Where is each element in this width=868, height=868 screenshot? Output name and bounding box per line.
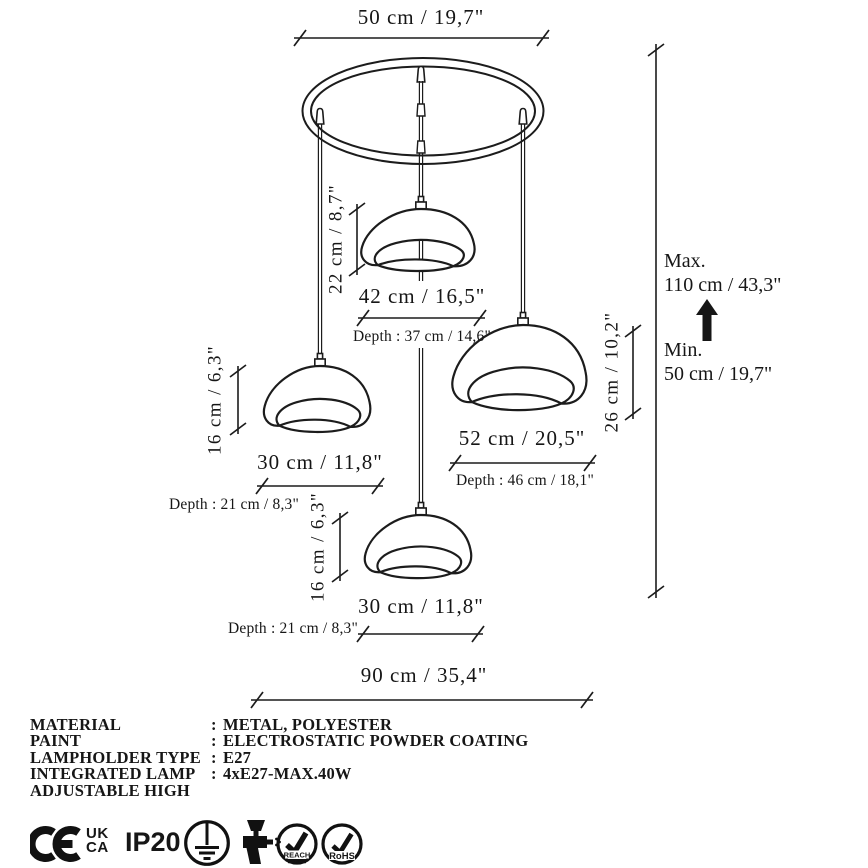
specification-table: MATERIAL: METAL, POLYESTER PAINT: ELECTROS…	[30, 715, 529, 800]
shade-left	[262, 364, 372, 434]
rohs-label: RoHS	[329, 851, 355, 862]
shade-left-height-label: 16 cm / 6,3"	[205, 345, 226, 455]
spec-row-adjustable: ADJUSTABLE HIGH	[30, 780, 528, 800]
spec-row-material: MATERIAL: METAL, POLYESTER	[30, 715, 528, 734]
min-height-value: 50 cm / 19,7"	[664, 363, 772, 385]
spec-label: MATERIAL	[30, 715, 122, 734]
dimension-lines	[237, 37, 657, 701]
text-mask	[356, 281, 488, 348]
max-height-value: 110 cm / 43,3"	[664, 274, 781, 296]
ukca-mark-icon: UK CA	[86, 825, 109, 856]
lamp-sockets	[314, 195, 529, 516]
reach-label: REACH	[284, 851, 311, 860]
shade-top	[359, 207, 476, 273]
shade-top-height-label: 22 cm / 8,7"	[326, 184, 347, 294]
reach-sub-label: COMPLIANT	[288, 859, 307, 863]
certification-icons-row: UK CA IP20 REACH COMPLIANT	[30, 818, 410, 868]
spec-label: ADJUSTABLE HIGH	[30, 780, 190, 800]
shade-right-depth-label: Depth : 46 cm / 18,1"	[456, 472, 594, 489]
cord-connector-icon	[315, 65, 528, 125]
reach-compliant-icon: REACH COMPLIANT	[276, 823, 318, 865]
shade-top-depth-label: Depth : 37 cm / 14,6"	[353, 328, 491, 345]
spec-label: LAMPHOLDER TYPE	[30, 747, 201, 767]
adjust-up-arrow-icon	[696, 299, 718, 341]
dimension-ticks	[229, 29, 665, 709]
ip20-rating-label: IP20	[125, 827, 181, 857]
ce-mark-icon	[30, 826, 81, 862]
spec-separator: :	[211, 764, 217, 784]
spec-value: ELECTROSTATIC POWDER COATING	[223, 731, 529, 751]
powder-coating-spray-gun-icon	[243, 820, 281, 864]
shade-left-width-label: 30 cm / 11,8"	[257, 450, 383, 474]
spec-label: INTEGRATED LAMP	[30, 764, 196, 784]
ukca-line1: UK	[86, 825, 109, 842]
shade-right-width-label: 52 cm / 20,5"	[459, 426, 586, 450]
spec-row-lampholder: LAMPHOLDER TYPE: E27	[30, 747, 528, 767]
spec-label: PAINT	[30, 731, 82, 751]
spec-value: METAL, POLYESTER	[223, 715, 393, 734]
canopy-width-label: 50 cm / 19,7"	[358, 5, 485, 29]
cable-grip-icon	[416, 103, 426, 154]
max-height-label: Max.	[664, 250, 706, 272]
spec-separator: :	[211, 747, 217, 767]
spec-value: E27	[223, 747, 252, 767]
min-height-label: Min.	[664, 339, 702, 361]
shade-bottom-depth-label: Depth : 21 cm / 8,3"	[228, 620, 358, 637]
shade-bottom	[363, 513, 473, 580]
shade-bottom-width-label: 30 cm / 11,8"	[358, 594, 484, 618]
protective-earth-icon	[184, 820, 230, 866]
shade-right-height-label: 26 cm / 10,2"	[602, 312, 623, 433]
rohs-compliant-icon: RoHS	[321, 823, 363, 865]
spec-separator	[211, 783, 223, 799]
overall-width-label: 90 cm / 35,4"	[361, 663, 488, 687]
ukca-line2: CA	[86, 838, 109, 856]
spec-row-paint: PAINT: ELECTROSTATIC POWDER COATING	[30, 731, 529, 751]
spec-separator: :	[211, 731, 217, 751]
spec-separator: :	[211, 715, 217, 734]
spec-row-integrated-lamp: INTEGRATED LAMP:4xE27-MAX.40W	[30, 764, 528, 784]
shade-left-depth-label: Depth : 21 cm / 8,3"	[169, 496, 299, 513]
shade-top-width-label: 42 cm / 16,5"	[359, 284, 486, 308]
spec-value: 4xE27-MAX.40W	[223, 764, 352, 784]
shade-bottom-height-label: 16 cm / 6,3"	[308, 492, 329, 602]
